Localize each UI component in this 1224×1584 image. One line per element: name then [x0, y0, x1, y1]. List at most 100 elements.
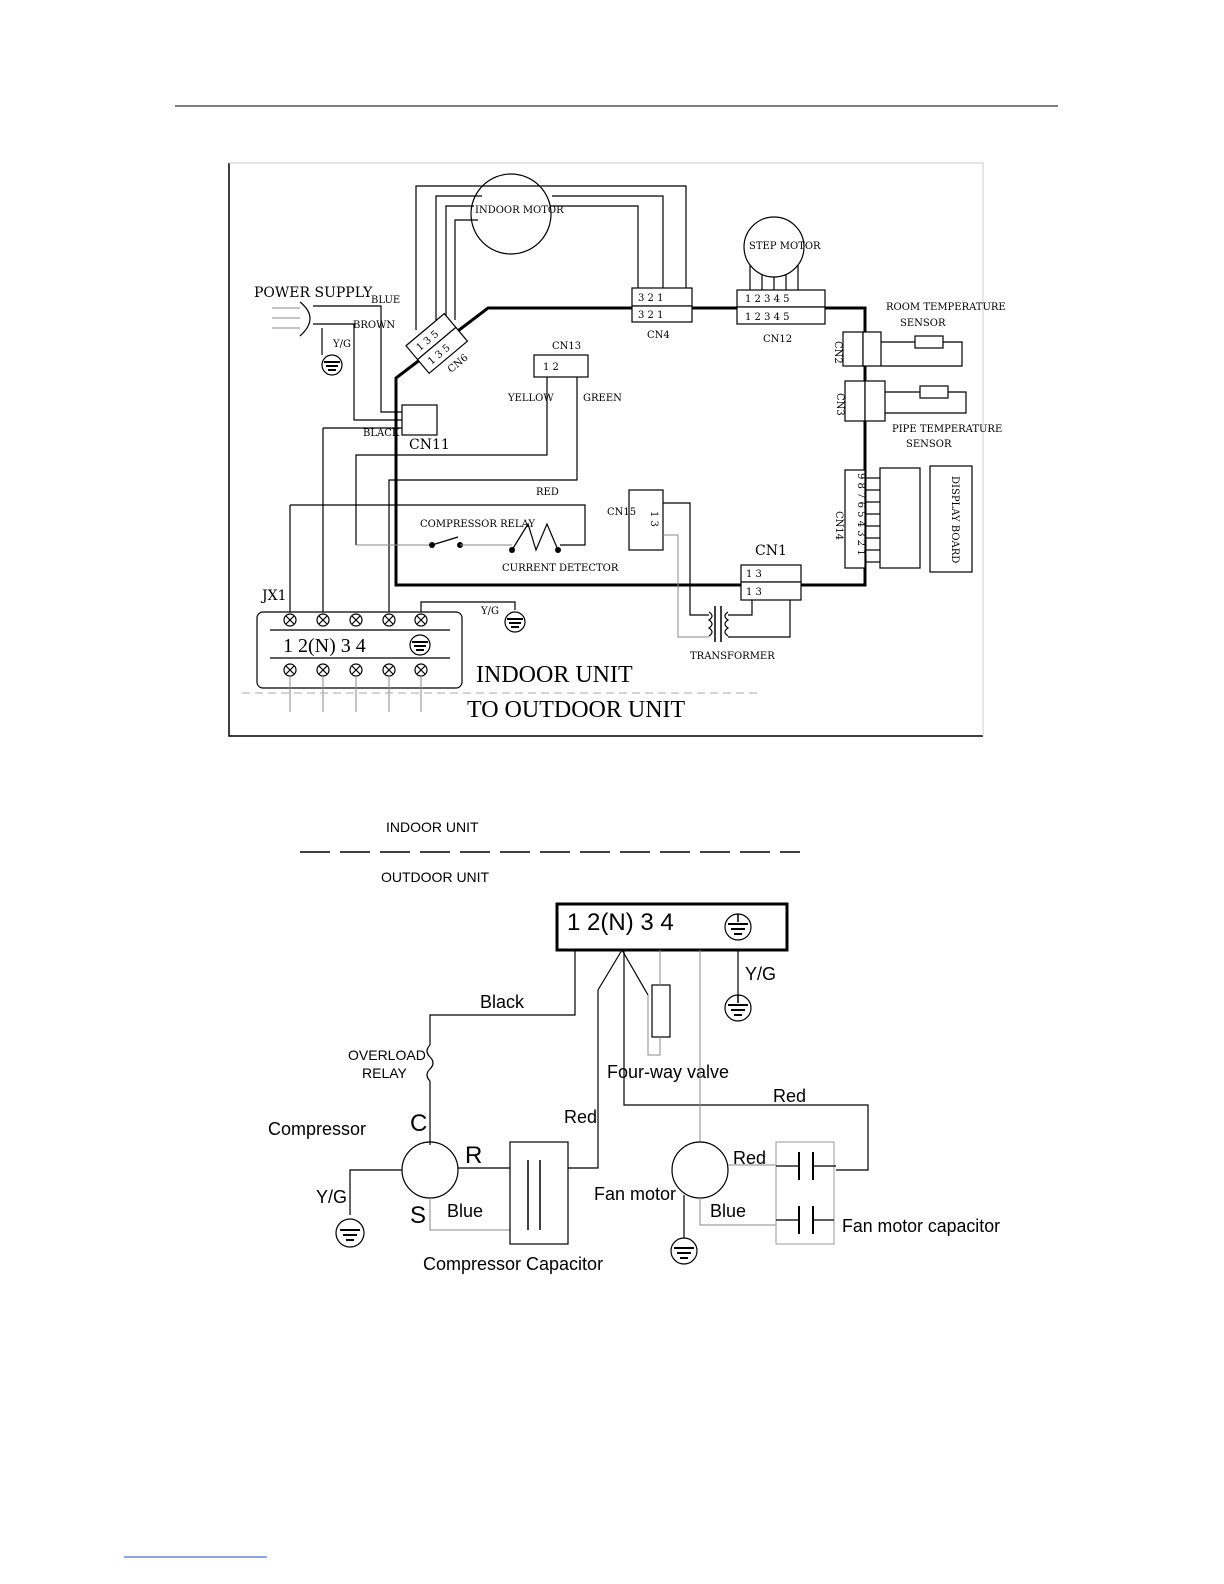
- step-motor-label: STEP MOTOR: [749, 241, 821, 252]
- compressor-c-terminal: C: [410, 1110, 427, 1137]
- jx1-yg-label: Y/G: [480, 606, 499, 617]
- room-temp-sensor-label-1: ROOM TEMPERATURE: [886, 302, 1006, 313]
- top-to-outdoor-unit-label: TO OUTDOOR UNIT: [467, 697, 686, 723]
- cn13-connector: [533, 354, 589, 378]
- cn4-bottom-connector: [631, 305, 693, 323]
- display-board-label: DISPLAY BOARD: [949, 476, 960, 563]
- fan-motor-symbol: [671, 1141, 729, 1199]
- terminal-ground-icon: [724, 913, 752, 941]
- power-yg-label: Y/G: [332, 339, 351, 350]
- cn1-bottom-connector: [740, 581, 802, 601]
- diagram-frame: [228, 163, 983, 737]
- cn12-bottom-connector: [736, 306, 826, 325]
- current-detector-coil: [511, 522, 559, 552]
- cn12-label: CN12: [763, 334, 792, 345]
- outdoor-wiring-diagram: INDOOR UNIT OUTDOOR UNIT 1 2(N) 3 4 Y/G …: [268, 819, 1000, 1274]
- compressor-yg-label: Y/G: [316, 1187, 347, 1207]
- fan-motor-capacitor-label: Fan motor capacitor: [842, 1216, 1000, 1236]
- bottom-outdoor-unit-label: OUTDOOR UNIT: [381, 869, 490, 885]
- transformer-symbol: [707, 606, 730, 642]
- cn15-pins: 1 3: [648, 511, 659, 527]
- pipe-temp-sensor: [919, 385, 949, 399]
- wire-blue-label: BLUE: [371, 295, 400, 306]
- indoor-motor-label: INDOOR MOTOR: [475, 205, 564, 216]
- terminal-external-ground-icon: [724, 994, 752, 1022]
- cn1-label: CN1: [755, 543, 787, 559]
- indoor-motor-symbol: [470, 173, 552, 255]
- current-detector-b: [555, 547, 561, 553]
- power-ground-icon: [321, 354, 343, 376]
- wire-yellow-label: YELLOW: [507, 393, 554, 404]
- jx1-terminal-block: [256, 611, 463, 689]
- cn2-label: CN2: [832, 341, 843, 364]
- cn14-label: CN14: [833, 511, 844, 540]
- cn11-label: CN11: [409, 437, 450, 453]
- overload-relay-label-2: RELAY: [362, 1065, 408, 1081]
- compressor-blue-label: Blue: [447, 1201, 483, 1221]
- cn15-connector: [628, 489, 664, 551]
- compressor-capacitor-label: Compressor Capacitor: [423, 1254, 603, 1274]
- cn2-connector-b: [862, 331, 882, 367]
- svg-text:1 2 3 4 5: 1 2 3 4 5: [745, 294, 790, 305]
- jx1-terminal-labels: 1 2(N) 3 4: [283, 635, 366, 657]
- compressor-red-label: Red: [564, 1107, 597, 1127]
- fan-motor-label: Fan motor: [594, 1184, 676, 1204]
- cn2-connector-a: [842, 331, 864, 367]
- outdoor-terminal-labels: 1 2(N) 3 4: [567, 909, 674, 936]
- pipe-temp-sensor-label-1: PIPE TEMPERATURE: [892, 424, 1002, 435]
- compressor-label: Compressor: [268, 1119, 366, 1139]
- compressor-ground-icon: [335, 1218, 365, 1248]
- jx1-ground-icon: [409, 634, 431, 656]
- cn4-bottom-pins: 3 2 1: [638, 310, 663, 321]
- cn14-connector: [844, 469, 866, 569]
- cn4-label: CN4: [647, 330, 670, 341]
- fan-red-label: Red: [733, 1148, 766, 1168]
- compressor-symbol: [401, 1141, 459, 1199]
- jx1-external-ground-icon: [504, 611, 526, 633]
- cn11-connector: [401, 404, 438, 436]
- indoor-wiring-diagram: INDOOR MOTOR 3 2 1 3 2 1 CN4 1 3 5 1 3 5…: [228, 162, 1006, 737]
- cn3-connector-b: [864, 380, 886, 422]
- four-way-valve: [651, 984, 671, 1038]
- cn15-label: CN15: [607, 507, 636, 518]
- compressor-s-terminal: S: [410, 1202, 426, 1229]
- cn4-top-pins: 3 2 1: [638, 293, 663, 304]
- compressor-r-terminal: R: [465, 1142, 482, 1169]
- four-way-valve-label: Four-way valve: [607, 1062, 729, 1082]
- display-board-connector: [879, 467, 921, 569]
- fan-motor-ground-icon: [670, 1237, 698, 1265]
- cn13-label: CN13: [552, 341, 581, 352]
- room-temp-sensor-label-2: SENSOR: [900, 318, 946, 329]
- wire-black-label: BLACK: [363, 428, 400, 439]
- transformer-label: TRANSFORMER: [690, 651, 775, 662]
- pipe-temp-sensor-label-2: SENSOR: [906, 439, 952, 450]
- power-plug-symbol: [299, 301, 311, 337]
- wire-red-label: RED: [536, 487, 559, 498]
- wire-brown-label: BROWN: [353, 320, 395, 331]
- compressor-relay-label: COMPRESSOR RELAY: [420, 519, 535, 530]
- cn14-pins: 9 8 7 6 5 4 3 2 1: [855, 473, 866, 556]
- current-detector-label: CURRENT DETECTOR: [502, 563, 619, 574]
- top-indoor-unit-label: INDOOR UNIT: [476, 662, 633, 688]
- svg-text:1 3: 1 3: [746, 569, 762, 580]
- power-supply-label: POWER SUPPLY: [254, 285, 373, 301]
- terminal-yg-label: Y/G: [745, 964, 776, 984]
- room-temp-sensor: [914, 335, 944, 349]
- cn3-connector-a: [844, 380, 866, 422]
- cn6-connector: 1 3 5 1 3 5 CN6: [405, 312, 471, 375]
- overload-relay-label-1: OVERLOAD: [348, 1047, 426, 1063]
- wire-green-label: GREEN: [583, 393, 622, 404]
- fan-red-top-label: Red: [773, 1086, 806, 1106]
- overload-relay-symbol: [426, 1044, 434, 1082]
- svg-text:1 3: 1 3: [746, 587, 762, 598]
- display-board: [929, 465, 973, 573]
- svg-text:1 2 3 4 5: 1 2 3 4 5: [745, 312, 790, 323]
- jx1-label: JX1: [260, 588, 287, 604]
- fan-blue-label: Blue: [710, 1201, 746, 1221]
- bottom-indoor-unit-label: INDOOR UNIT: [386, 819, 479, 835]
- outdoor-terminal-block: [555, 902, 789, 952]
- jx1-screws-top: [283, 613, 428, 627]
- cn13-pins: 1 2: [543, 362, 559, 373]
- cn3-label: CN3: [834, 393, 845, 416]
